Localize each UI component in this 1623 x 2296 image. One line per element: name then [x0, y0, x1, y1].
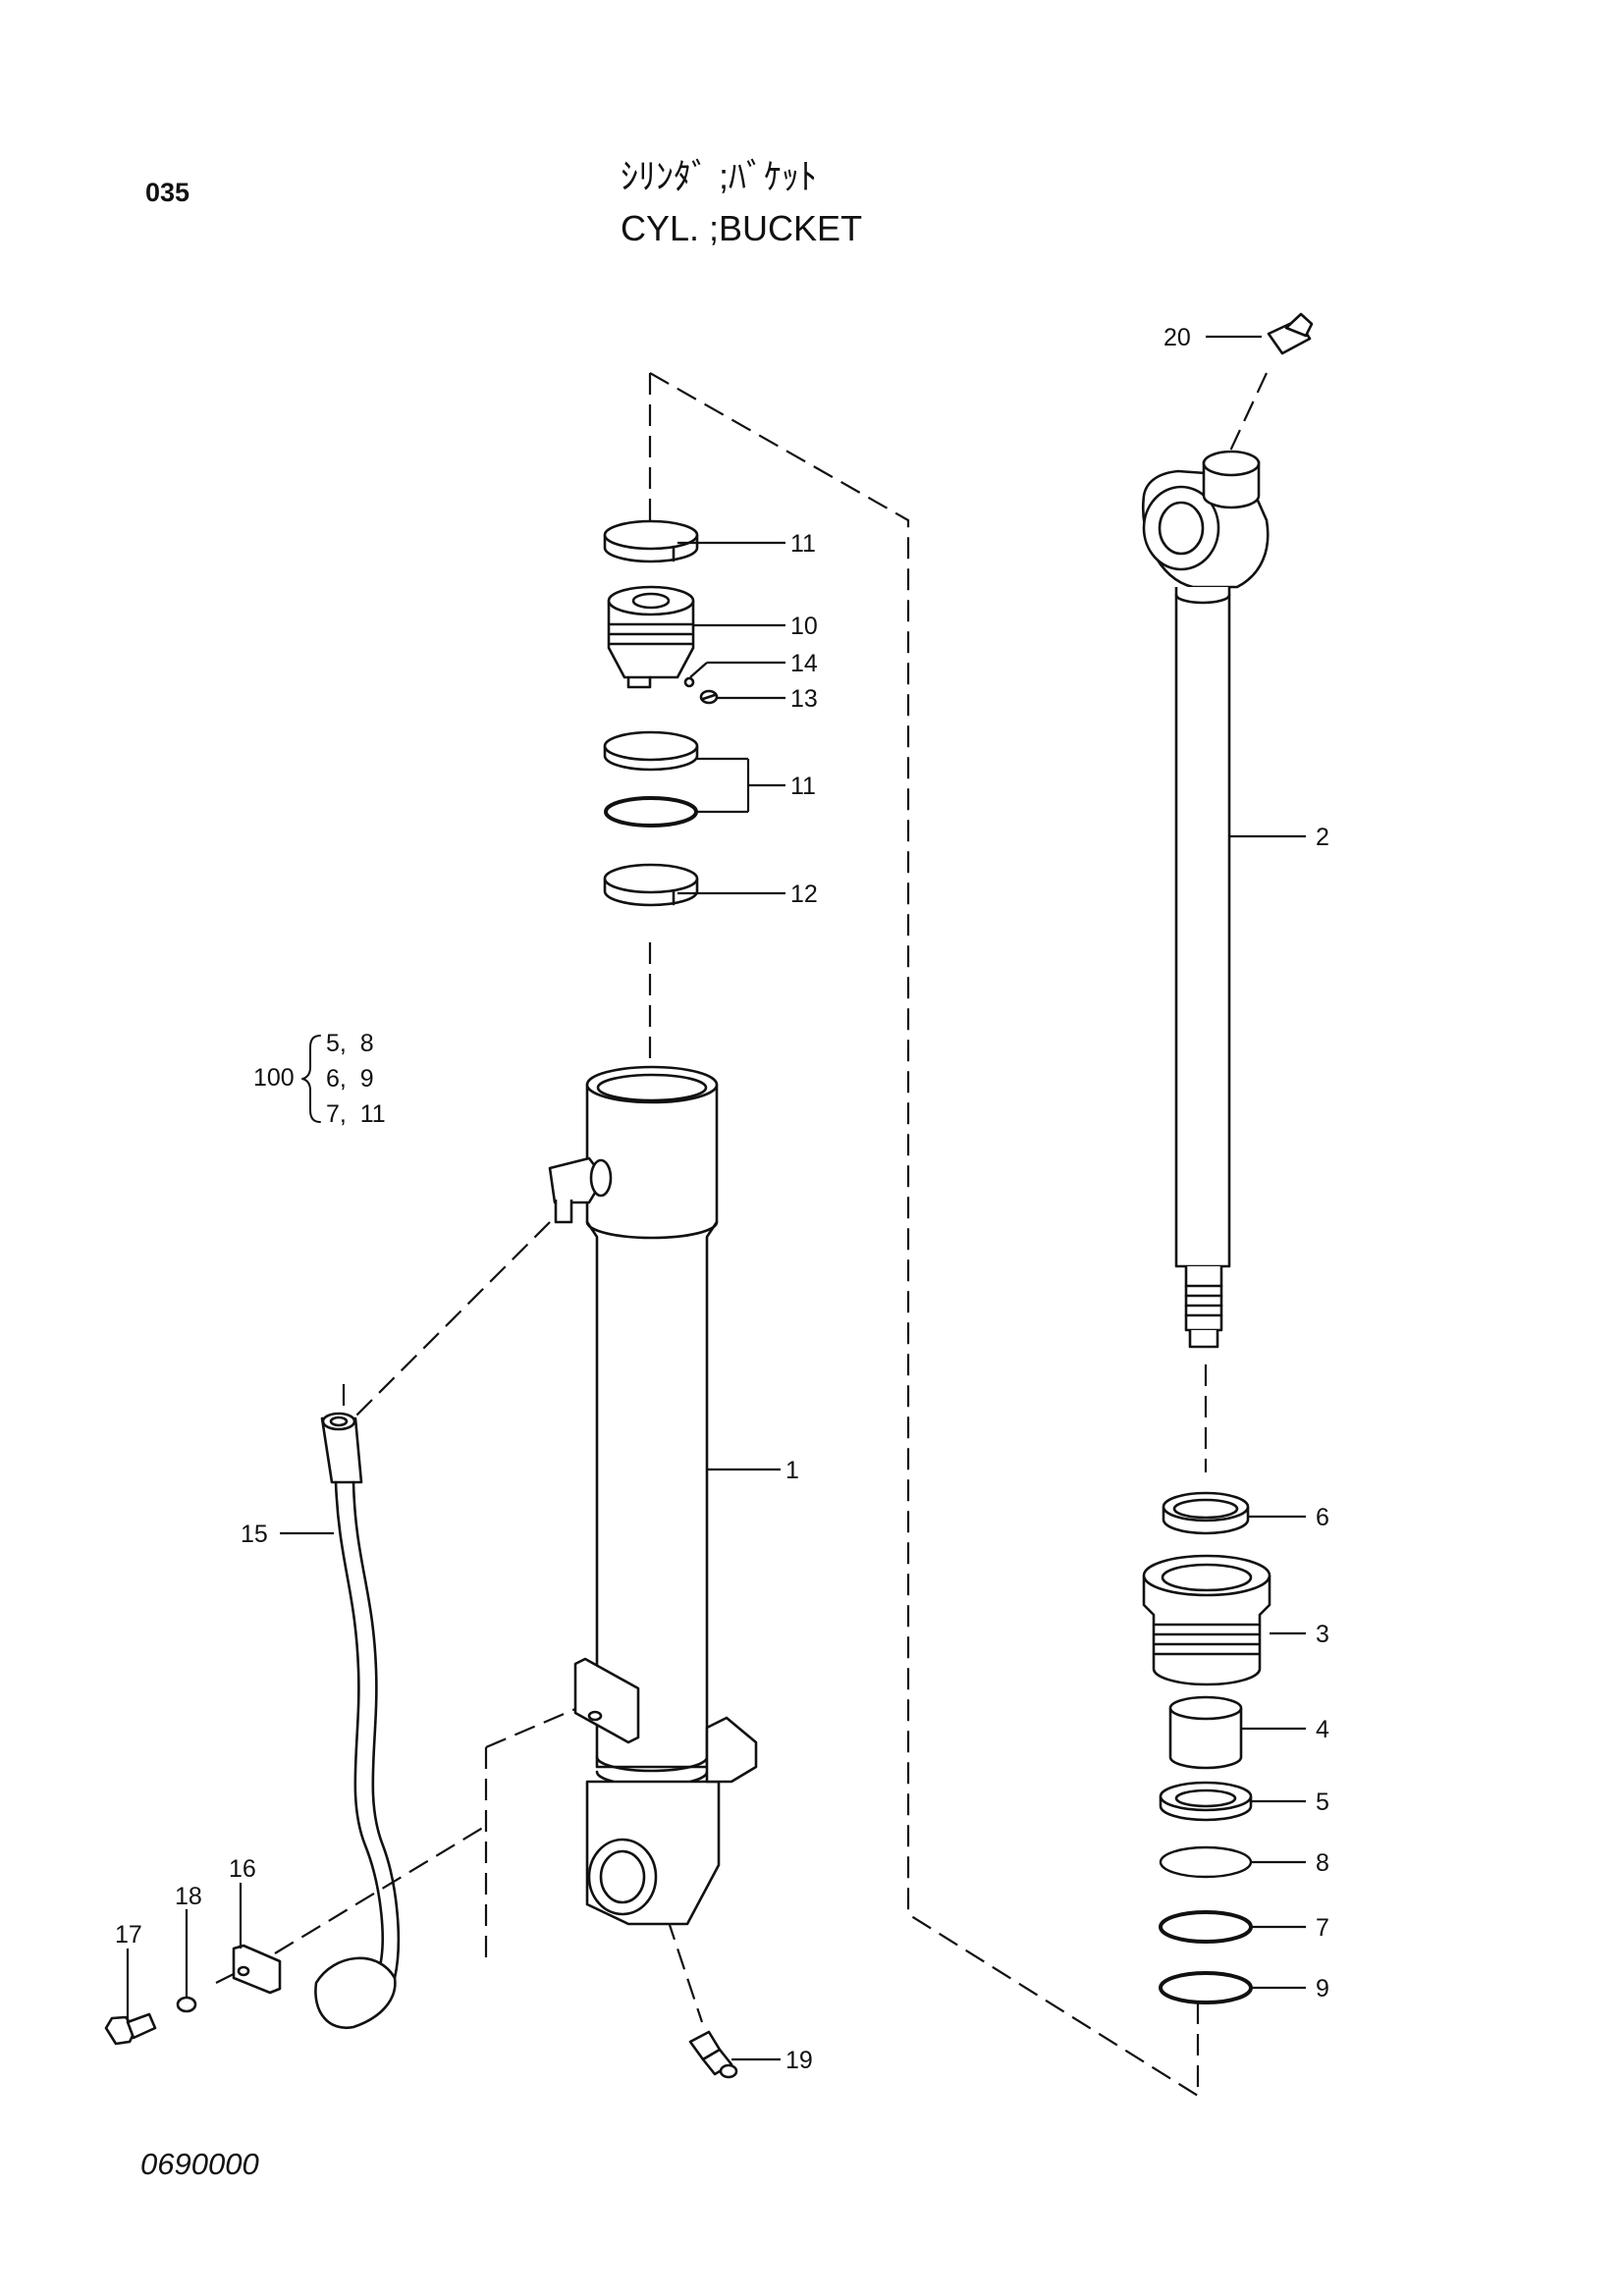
callout-labels: 11 10 14 13 11 12 1 20 2 6 3 4 5 8 7 9 1… — [115, 324, 1329, 2074]
callout-4: 4 — [1316, 1716, 1329, 1743]
callout-3: 3 — [1316, 1621, 1329, 1648]
pipe-15 — [314, 1412, 401, 2030]
wear-ring-12-bottom — [603, 863, 699, 907]
wear-ring-12-top — [603, 519, 699, 563]
bushing-4 — [1168, 1695, 1243, 1770]
callout-12-bottom: 12 — [790, 881, 818, 908]
seal-kit-11 — [603, 730, 699, 828]
set-screw-13 — [699, 689, 719, 705]
kit-brace — [301, 1035, 321, 1123]
kit-row-1: 5, 8 — [326, 1030, 374, 1057]
cylinder-head-3 — [1142, 1554, 1271, 1686]
callout-5: 5 — [1316, 1789, 1329, 1816]
page-number: 035 — [145, 178, 189, 207]
title-english: CYL. ;BUCKET — [621, 208, 862, 248]
callout-20: 20 — [1163, 324, 1191, 351]
o-ring-9 — [1159, 1971, 1253, 2004]
callout-13: 13 — [790, 685, 818, 713]
rod-seal-6 — [1162, 1491, 1250, 1535]
leader-lines — [126, 335, 1306, 2061]
callout-15: 15 — [241, 1521, 268, 1548]
cylinder-tube-1 — [548, 1065, 758, 1926]
clamp-16 — [232, 1944, 282, 1995]
callout-19: 19 — [785, 2047, 813, 2074]
callout-17: 17 — [115, 1921, 142, 1949]
assembly-lines — [215, 372, 1268, 2098]
title-japanese: ｼﾘﾝﾀﾞ ;ﾊﾞｹｯﾄ — [621, 156, 817, 196]
grease-fitting-20 — [1267, 312, 1314, 355]
callout-12-top: 11 — [790, 530, 816, 558]
callout-18: 18 — [175, 1883, 202, 1910]
dust-seal-5 — [1159, 1781, 1253, 1822]
callout-11: 11 — [790, 773, 816, 800]
callout-7: 7 — [1316, 1914, 1329, 1942]
callout-14: 14 — [790, 650, 818, 677]
piston-10 — [607, 585, 695, 689]
callout-8: 8 — [1316, 1849, 1329, 1877]
washer-18 — [176, 1996, 197, 2013]
grease-fitting-19 — [688, 2030, 738, 2079]
kit-group: 100 5, 8 6, 9 7, 11 — [253, 1030, 386, 1128]
bolt-17 — [104, 2012, 157, 2046]
callout-16: 16 — [229, 1855, 256, 1883]
kit-row-3: 7, 11 — [326, 1100, 386, 1128]
back-up-ring-8 — [1159, 1845, 1253, 1879]
callout-1: 1 — [785, 1457, 799, 1484]
piston-rod-2 — [1141, 450, 1270, 1349]
steel-ball-14 — [683, 676, 695, 688]
callout-10: 10 — [790, 613, 818, 640]
drawing-code: 0690000 — [140, 2147, 259, 2181]
kit-row-2: 6, 9 — [326, 1065, 374, 1093]
callout-6: 6 — [1316, 1504, 1329, 1531]
callout-2: 2 — [1316, 824, 1329, 851]
o-ring-7 — [1159, 1910, 1253, 1944]
kit-number: 100 — [253, 1064, 295, 1092]
callout-9: 9 — [1316, 1975, 1329, 2002]
